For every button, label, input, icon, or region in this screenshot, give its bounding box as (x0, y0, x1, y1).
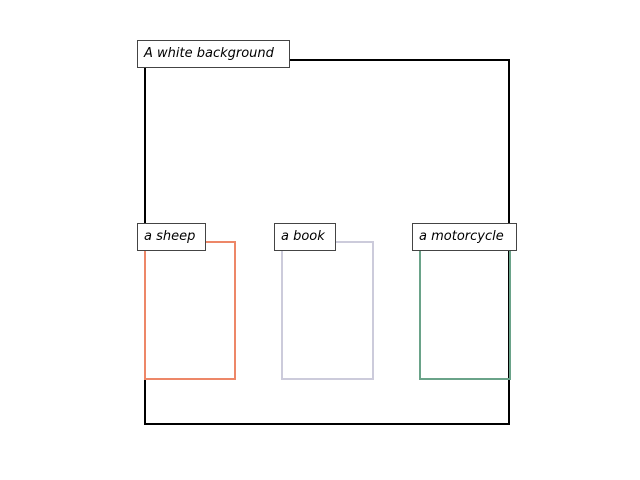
sheep-label: a sheep (137, 223, 206, 251)
book-label: a book (274, 223, 336, 251)
motorcycle-box (419, 241, 511, 380)
sheep-box (144, 241, 236, 380)
background-label: A white background (137, 40, 290, 68)
motorcycle-label: a motorcycle (412, 223, 517, 251)
book-box (281, 241, 374, 380)
